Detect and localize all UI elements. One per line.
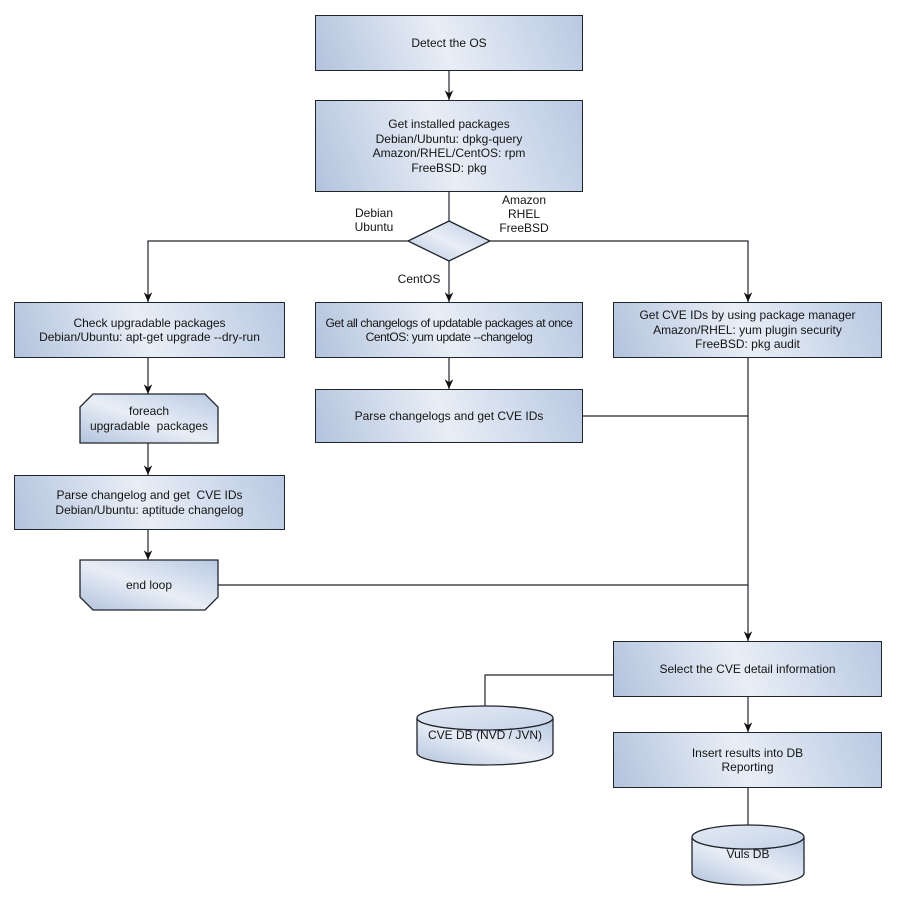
arrowhead: [743, 292, 753, 302]
arrowhead: [444, 90, 454, 100]
arrowhead: [444, 292, 454, 302]
node-parse-changelogs: Parse changelogs and get CVE IDs: [315, 389, 583, 443]
arrowhead: [143, 550, 153, 560]
edge-branch-amazon: [490, 240, 749, 302]
arrowhead: [743, 631, 753, 641]
foreach-loop-label: foreach upgradable packages: [89, 404, 209, 433]
node-get-installed-packages: Get installed packages Debian/Ubuntu: dp…: [315, 100, 583, 192]
cve-db-cylinder-top: [416, 705, 554, 731]
branch-label-centos: CentOS: [397, 272, 441, 286]
node-select-cve-detail: Select the CVE detail information: [613, 641, 882, 697]
foreach-loop-shape: [79, 393, 219, 444]
edge-cvedb-to-select: [484, 674, 613, 707]
arrowhead: [143, 465, 153, 475]
edge-branch-debian: [147, 240, 408, 302]
arrowhead: [743, 722, 753, 732]
cve-db-label: CVE DB (NVD / JVN): [427, 727, 542, 742]
node-detect-os: Detect the OS: [315, 15, 583, 71]
arrowhead: [143, 384, 153, 394]
arrowhead: [143, 292, 153, 302]
arrowhead: [444, 379, 454, 389]
vuls-db-label: Vuls DB: [726, 846, 770, 861]
node-get-cve-ids-pkg-manager: Get CVE IDs by using package manager Ama…: [613, 302, 882, 358]
end-loop-label: end loop: [125, 577, 173, 592]
vuls-db-cylinder-top: [691, 824, 805, 850]
end-loop-shape: [79, 559, 219, 611]
node-get-all-changelogs: Get all changelogs of updatable packages…: [315, 302, 583, 358]
node-insert-results: Insert results into DB Reporting: [613, 732, 882, 788]
decision-os-diamond: [406, 220, 492, 262]
branch-label-debian-ubuntu: Debian Ubuntu: [354, 206, 394, 234]
branch-label-amazon-rhel-freebsd: Amazon RHEL FreeBSD: [499, 193, 549, 235]
node-parse-changelog-debian: Parse changelog and get CVE IDs Debian/U…: [14, 475, 285, 530]
node-check-upgradable-packages: Check upgradable packages Debian/Ubuntu:…: [14, 302, 285, 358]
